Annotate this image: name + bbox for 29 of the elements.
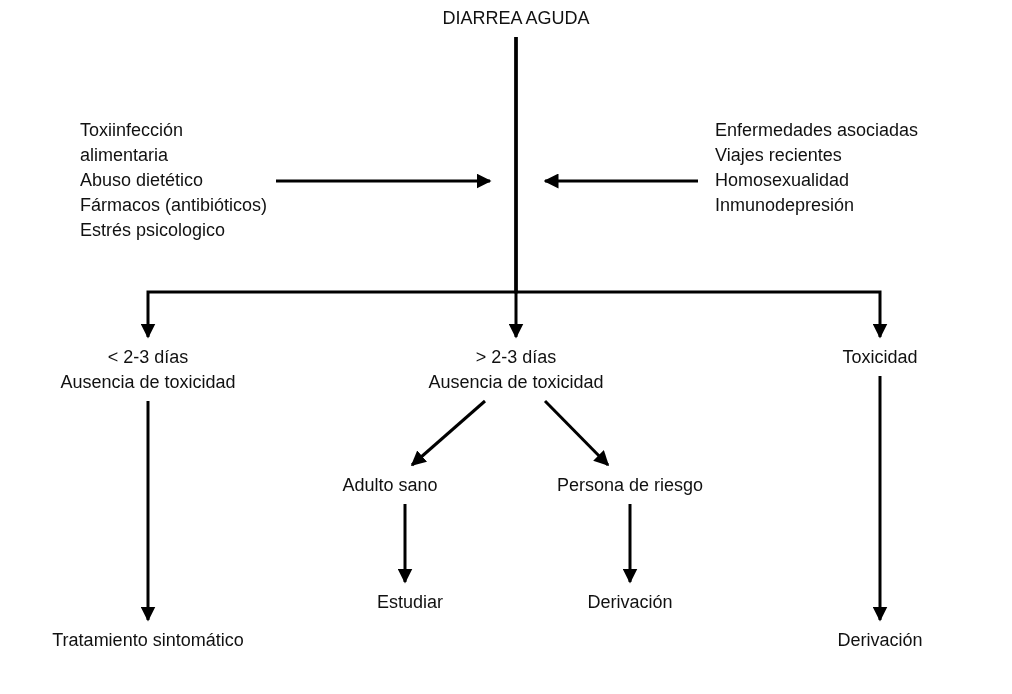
flow-text: Toxicidad [780,345,980,370]
arrow [514,37,888,339]
flow-text: < 2-3 días [106,346,190,369]
flow-text: Tratamiento sintomático [18,628,278,653]
arrow [872,376,888,622]
flow-text: DIARREA AGUDA [406,6,626,31]
arrow [140,401,156,622]
flow-text: Toxiinfección alimentaria [80,119,185,167]
arrow [543,173,698,189]
flow-text: Inmunodepresión [715,194,856,217]
flow-text: Estudiar [350,590,470,615]
flow-text: Estrés psicologico [80,219,227,242]
flow-text: Derivación [810,628,950,653]
flow-text: Viajes recientes [715,144,843,167]
flow-text: Ausencia de toxicidad [427,371,605,394]
flow-text: Persona de riesgo [535,473,725,498]
arrow [276,173,492,189]
arrow [397,504,413,584]
flow-text: Homosexualidad [715,169,851,192]
arrow [410,399,486,467]
flow-text: > 2-3 días [474,346,558,369]
arrow [543,399,610,467]
flow-text: Adulto sano [315,473,465,498]
arrow [622,504,638,584]
flow-text: Derivación [570,590,690,615]
flow-text: Fármacos (antibióticos) [80,194,269,217]
flow-text: Ausencia de toxicidad [59,371,237,394]
flow-text: Abuso dietético [80,169,205,192]
flow-text: Enfermedades asociadas [715,119,920,142]
